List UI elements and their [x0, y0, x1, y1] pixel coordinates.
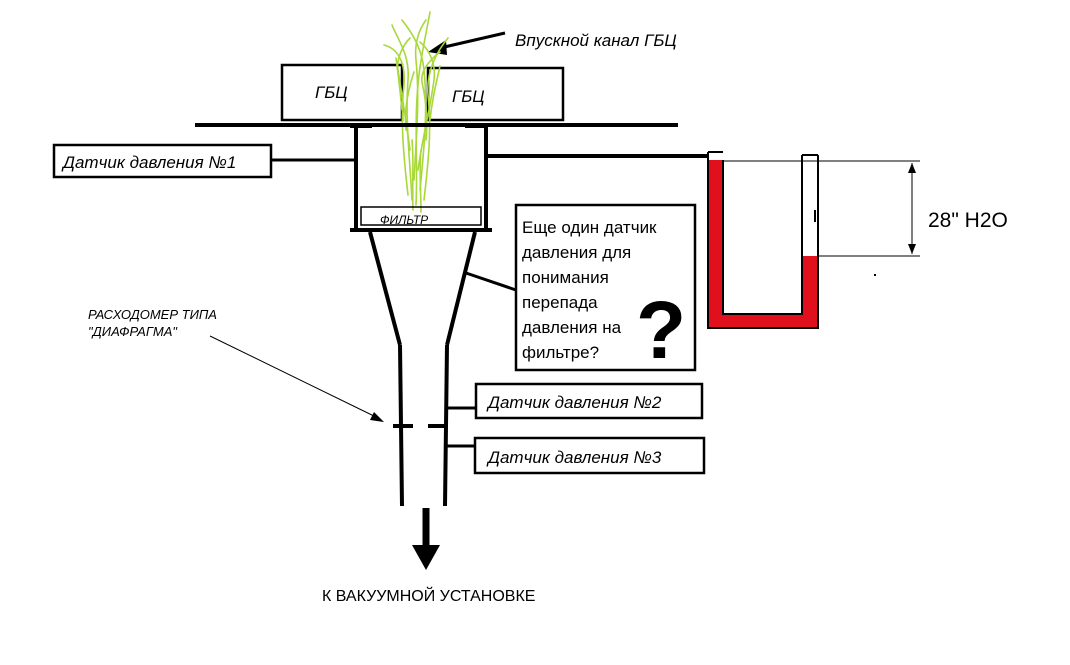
question-line-3: понимания [522, 268, 609, 287]
intake-flow-drawing [383, 11, 449, 213]
vacuum-label: К ВАКУУМНОЙ УСТАНОВКЕ [322, 586, 535, 605]
question-line-2: давления для [522, 243, 631, 262]
vacuum-arrow: К ВАКУУМНОЙ УСТАНОВКЕ [322, 508, 535, 605]
filter: ФИЛЬТР [360, 206, 482, 227]
cylinder-head-right: ГБЦ [426, 66, 565, 122]
sensor-2-label: Датчик давления №2 [486, 393, 662, 412]
question-line-5: давления на [522, 318, 622, 337]
intake-channel-label: Впускной канал ГБЦ [515, 31, 677, 50]
pressure-sensor-3: Датчик давления №3 [446, 436, 706, 475]
question-mark: ? [636, 285, 686, 376]
manometer-reading: 28" H2O [928, 209, 1008, 232]
flowmeter-label-line-1: РАСХОДОМЕР ТИПА [88, 307, 217, 322]
question-text: Еще один датчик давления для понимания п… [522, 218, 661, 362]
flowmeter-label-line-2: "ДИАФРАГМА" [88, 324, 178, 339]
intake-channel-callout: Впускной канал ГБЦ [428, 31, 677, 55]
question-line-1: Еще один датчик [522, 218, 657, 237]
head-left-label: ГБЦ [315, 83, 348, 102]
question-line-4: перепада [522, 293, 598, 312]
u-tube-manometer: 28" H2O [488, 151, 1008, 329]
funnel-pipe [368, 231, 477, 507]
pressure-sensor-2: Датчик давления №2 [447, 382, 704, 420]
sensor-1-label: Датчик давления №1 [61, 153, 236, 172]
sensor-3-label: Датчик давления №3 [486, 448, 662, 467]
plenum [350, 124, 492, 232]
head-right-label: ГБЦ [452, 87, 485, 106]
cylinder-head-left: ГБЦ [280, 63, 404, 122]
question-line-6: фильтре? [522, 343, 599, 362]
filter-label: ФИЛЬТР [380, 213, 428, 227]
flowmeter-note: РАСХОДОМЕР ТИПА "ДИАФРАГМА" [88, 307, 384, 422]
filter-sensor-question: Еще один датчик давления для понимания п… [465, 203, 697, 376]
pressure-sensor-1: Датчик давления №1 [52, 143, 356, 179]
